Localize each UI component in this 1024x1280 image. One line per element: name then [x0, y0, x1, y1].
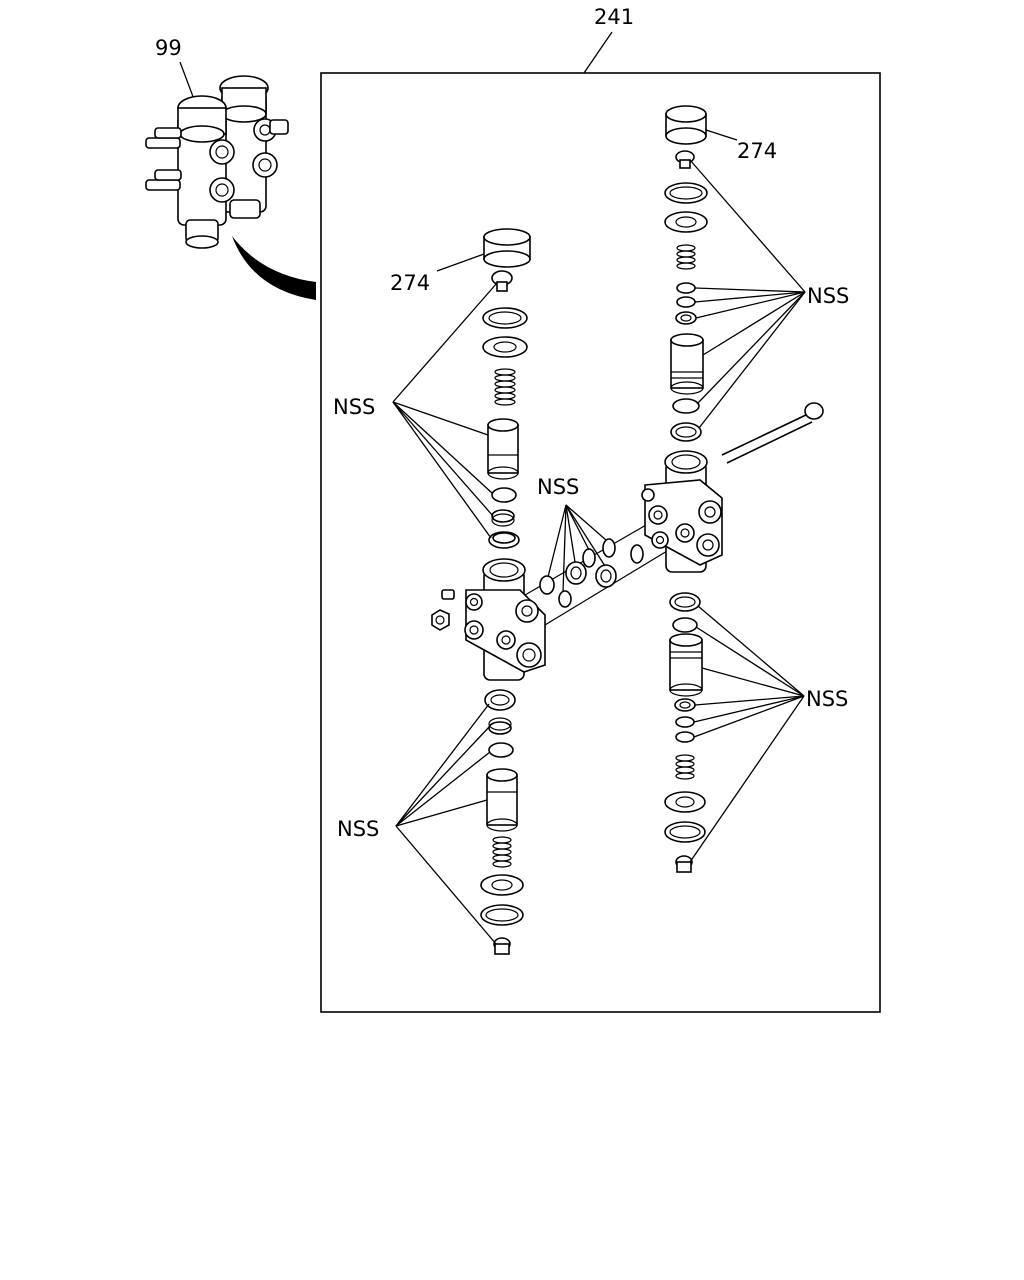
valve-assembly-thumbnail: 99 [145, 36, 289, 249]
nss-lower-right-group: NSS [689, 605, 848, 863]
callout-nss-lower-right: NSS [806, 687, 848, 711]
center-connector-parts [524, 509, 673, 626]
cap-right [665, 105, 707, 145]
nss-upper-right-group: NSS [689, 159, 849, 429]
nss-upper-left-group: NSS [333, 282, 498, 539]
right-lower-stack [664, 592, 706, 873]
nss-lower-left-group: NSS [337, 703, 497, 945]
nss-center-group: NSS [537, 475, 607, 593]
callout-nss-upper-left: NSS [333, 395, 375, 419]
left-upper-stack: 274 [390, 228, 531, 549]
kit-frame [320, 72, 881, 1013]
left-valve-body [431, 558, 546, 681]
left-lower-stack [480, 689, 524, 955]
right-upper-stack: 274 [664, 105, 777, 442]
callout-99: 99 [155, 36, 182, 60]
callout-nss-lower-left: NSS [337, 817, 379, 841]
right-valve-body [641, 402, 824, 573]
callout-241: 241 [594, 5, 634, 29]
callout-274-right: 274 [737, 139, 777, 163]
cap-left [483, 228, 531, 268]
callout-nss-upper-right: NSS [807, 284, 849, 308]
detail-arrow [232, 236, 316, 300]
callout-274-left: 274 [390, 271, 430, 295]
callout-nss-center: NSS [537, 475, 579, 499]
